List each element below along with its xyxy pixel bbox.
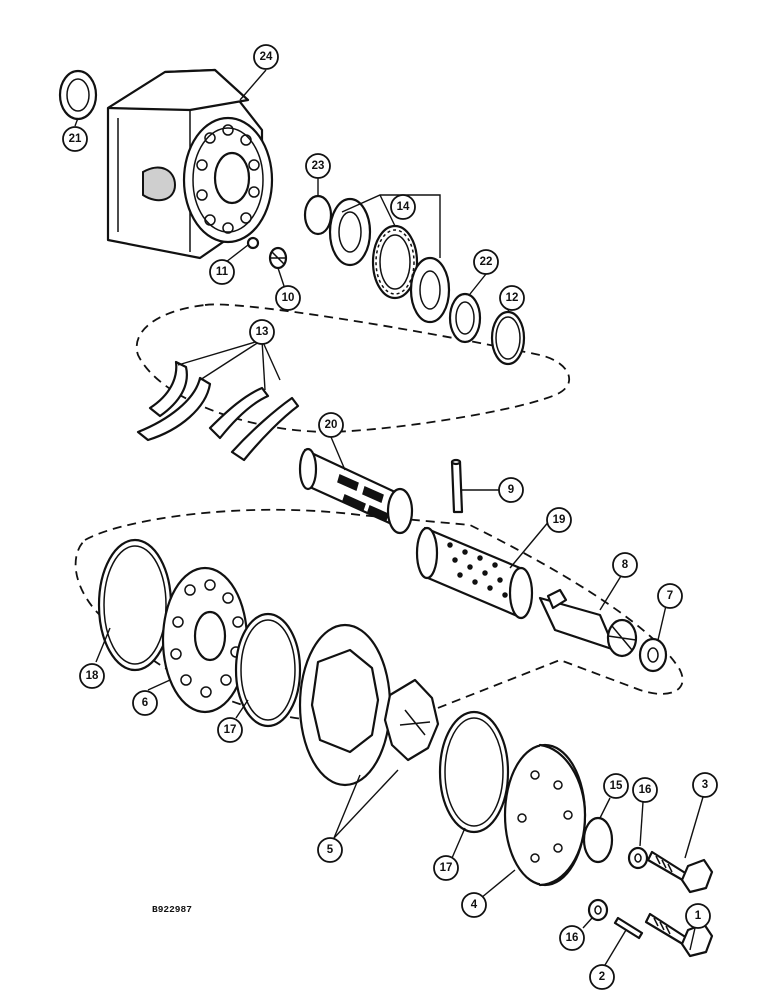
svg-text:8: 8	[622, 559, 629, 571]
gerotor-part	[298, 623, 440, 787]
callout-8: 8	[612, 552, 638, 578]
svg-text:20: 20	[325, 419, 338, 431]
callout-18: 18	[79, 663, 105, 689]
svg-text:2: 2	[599, 971, 605, 983]
svg-text:5: 5	[327, 844, 334, 856]
svg-text:12: 12	[506, 292, 519, 304]
callout-24: 24	[253, 44, 279, 70]
callout-22: 22	[473, 249, 499, 275]
svg-text:18: 18	[86, 670, 99, 682]
callout-4: 4	[461, 892, 487, 918]
svg-text:13: 13	[256, 326, 269, 338]
svg-text:19: 19	[553, 514, 566, 526]
bolt-upper-part	[646, 850, 714, 894]
svg-text:4: 4	[471, 899, 478, 911]
seal-kit-group-outline	[135, 303, 571, 433]
leaf-springs-part	[136, 360, 300, 462]
callout-20: 20	[318, 412, 344, 438]
svg-text:16: 16	[639, 784, 652, 796]
end-cap-part	[503, 743, 587, 887]
svg-text:17: 17	[224, 724, 237, 736]
spacer-part	[638, 637, 668, 673]
callout-16-upper: 16	[632, 777, 658, 803]
svg-text:17: 17	[440, 862, 453, 874]
svg-text:9: 9	[508, 484, 514, 496]
callout-15: 15	[603, 773, 629, 799]
svg-text:15: 15	[610, 780, 623, 792]
svg-text:3: 3	[702, 779, 708, 791]
svg-text:14: 14	[397, 201, 410, 213]
callout-10: 10	[275, 285, 301, 311]
o-ring-large-part	[97, 538, 173, 672]
pin-part	[450, 458, 464, 514]
callout-7: 7	[657, 583, 683, 609]
svg-text:6: 6	[142, 697, 148, 709]
svg-text:24: 24	[260, 51, 273, 63]
svg-text:23: 23	[312, 160, 325, 172]
svg-text:11: 11	[216, 266, 229, 278]
valve-plate-part	[161, 566, 249, 714]
figure-code: B922987	[152, 904, 192, 915]
callout-21: 21	[62, 126, 88, 152]
callout-5: 5	[317, 837, 343, 863]
bolt-lower-part	[644, 912, 714, 958]
callout-9: 9	[498, 477, 524, 503]
thrust-bearing-part	[328, 197, 451, 324]
housing-part	[106, 68, 274, 260]
o-ring-part	[303, 194, 333, 236]
drive-shaft-part	[538, 588, 638, 658]
callout-3: 3	[692, 772, 718, 798]
svg-text:7: 7	[667, 590, 673, 602]
callout-16-lower: 16	[559, 925, 585, 951]
o-ring-lower-part	[438, 710, 510, 834]
svg-text:22: 22	[480, 256, 493, 268]
callout-12: 12	[499, 285, 525, 311]
callout-17-lower: 17	[433, 855, 459, 881]
seal-ring-part	[58, 69, 98, 121]
o-ring-mid-part	[234, 612, 302, 728]
dowel-pin-part	[613, 916, 644, 940]
washer-upper-part	[627, 846, 649, 870]
sleeve-part	[415, 526, 534, 620]
svg-text:10: 10	[282, 292, 295, 304]
callout-2: 2	[589, 964, 615, 990]
plug-part	[268, 246, 288, 270]
callout-13: 13	[249, 319, 275, 345]
callout-6: 6	[132, 690, 158, 716]
svg-text:21: 21	[69, 133, 82, 145]
ring-part	[490, 310, 526, 366]
spool-part	[298, 447, 414, 535]
callout-23: 23	[305, 153, 331, 179]
callout-11: 11	[209, 259, 235, 285]
check-ball-part	[246, 236, 260, 250]
callout-19: 19	[546, 507, 572, 533]
callout-14: 14	[390, 194, 416, 220]
callout-17-upper: 17	[217, 717, 243, 743]
callout-1: 1	[685, 903, 711, 929]
washer-lower-part	[587, 898, 609, 922]
washer-part	[448, 292, 482, 344]
cap-plate-part	[582, 816, 614, 864]
svg-text:1: 1	[695, 910, 702, 922]
svg-text:16: 16	[566, 932, 579, 944]
